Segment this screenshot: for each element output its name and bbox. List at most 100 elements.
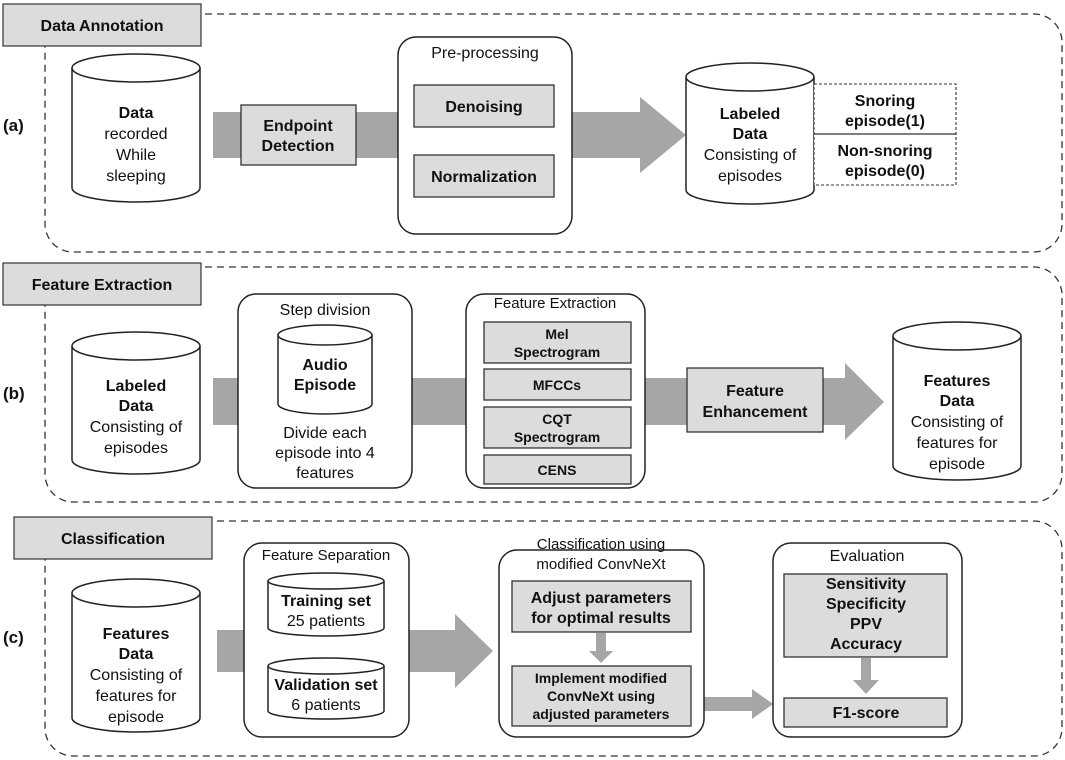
f1-score-box <box>783 697 948 728</box>
metric-label: Sensitivity <box>826 576 906 593</box>
normalization-box <box>413 154 555 198</box>
svg-text:features for: features for <box>917 435 999 452</box>
svg-text:Enhancement: Enhancement <box>703 404 809 421</box>
section-b-tag: (b) <box>3 384 25 403</box>
svg-text:CENS: CENS <box>538 462 577 478</box>
data-recorded-cylinder: Data recorded While sleeping <box>71 53 201 203</box>
feature-enhancement-box: Feature Enhancement <box>686 367 824 433</box>
evaluation-panel: Evaluation Sensitivity Specificity PPV A… <box>772 542 963 738</box>
classification-title: modified ConvNeXt <box>536 556 666 573</box>
feature-extraction-title: Feature Extraction <box>494 295 617 312</box>
svg-text:for optimal results: for optimal results <box>531 610 671 627</box>
svg-text:features for: features for <box>96 688 178 705</box>
section-c-title-box <box>13 516 213 560</box>
metric-label: Specificity <box>826 596 906 613</box>
data-cylinder-line: sleeping <box>106 168 166 185</box>
svg-text:Adjust parameters: Adjust parameters <box>531 590 672 607</box>
svg-text:Spectrogram: Spectrogram <box>514 429 600 445</box>
labeled-data-cylinder: Labeled Data Consisting of episodes <box>71 331 201 475</box>
preprocessing-panel: Pre-processing Denoising Normalization <box>397 36 573 235</box>
features-data-cylinder: Features Data Consisting of features for… <box>892 321 1022 481</box>
step-division-desc: Divide each <box>283 425 367 442</box>
validation-set-cylinder: Validation set 6 patients <box>267 657 385 720</box>
data-cylinder-title: Data <box>119 105 154 122</box>
svg-text:Features: Features <box>924 373 991 390</box>
classification-to-evaluation-arrow <box>697 689 773 719</box>
endpoint-detection-box: Endpoint Detection <box>240 104 357 166</box>
section-a-title: Data Annotation <box>41 18 164 35</box>
audio-episode-cylinder: Audio Episode <box>277 324 373 415</box>
metric-label: Accuracy <box>830 636 902 653</box>
svg-text:Data: Data <box>733 126 768 143</box>
svg-text:Audio: Audio <box>302 357 348 374</box>
svg-text:episode: episode <box>108 709 164 726</box>
svg-text:ConvNeXt using: ConvNeXt using <box>547 688 655 704</box>
section-b-feature-extraction: Feature Extraction (b) Labeled Data Cons… <box>2 262 1063 503</box>
metrics-to-f1-arrow <box>853 658 879 694</box>
step-division-title: Step division <box>280 302 371 319</box>
section-b-title: Feature Extraction <box>32 277 172 294</box>
section-c-title: Classification <box>61 531 165 548</box>
svg-text:episodes: episodes <box>718 168 782 185</box>
mel-spectrogram-box <box>483 321 632 364</box>
snoring-label: Snoring <box>855 93 915 110</box>
step-division-desc: episode into 4 <box>275 445 375 462</box>
episode-label-legend: Snoring episode(1) Non-snoring episode(0… <box>813 83 957 186</box>
svg-text:Mel: Mel <box>545 326 568 342</box>
section-a-title-box <box>2 3 202 47</box>
metrics-box <box>783 573 948 658</box>
non-snoring-label: Non-snoring <box>837 143 932 160</box>
svg-text:Data: Data <box>119 646 154 663</box>
section-c-border <box>44 520 1063 757</box>
step-division-desc: features <box>296 465 354 482</box>
classification-panel: Classification using modified ConvNeXt A… <box>498 536 705 738</box>
labeled-data-cylinder: Labeled Data Consisting of episodes <box>685 62 815 205</box>
denoising-box <box>413 84 555 128</box>
evaluation-title: Evaluation <box>830 548 905 565</box>
feature-separation-panel: Feature Separation Training set 25 patie… <box>243 542 410 738</box>
adjust-to-implement-arrow <box>589 633 613 663</box>
section-a-data-annotation: Data Annotation (a) Data recorded While … <box>2 3 1063 253</box>
non-snoring-label: episode(0) <box>845 163 925 180</box>
feature-extraction-panel: Feature Extraction Mel Spectrogram MFCCs… <box>465 293 646 489</box>
cens-box <box>483 454 632 485</box>
section-b-border <box>44 266 1063 503</box>
metric-label: PPV <box>850 616 882 633</box>
snoring-label: episode(1) <box>845 113 925 130</box>
svg-text:Endpoint: Endpoint <box>263 118 333 135</box>
svg-text:Data: Data <box>940 393 975 410</box>
section-c-classification: Classification (c) Features Data Consist… <box>3 516 1063 757</box>
svg-text:adjusted parameters: adjusted parameters <box>533 706 670 722</box>
svg-text:Training set: Training set <box>281 593 371 610</box>
mfccs-box <box>483 368 632 401</box>
data-cylinder-line: While <box>116 147 156 164</box>
svg-text:F1-score: F1-score <box>833 705 900 722</box>
svg-text:Denoising: Denoising <box>445 99 522 116</box>
training-set-cylinder: Training set 25 patients <box>267 572 385 637</box>
svg-text:MFCCs: MFCCs <box>533 377 581 393</box>
svg-text:Consisting of: Consisting of <box>704 147 797 164</box>
svg-text:Episode: Episode <box>294 377 356 394</box>
svg-text:Consisting of: Consisting of <box>90 419 183 436</box>
section-a-tag: (a) <box>3 116 24 135</box>
adjust-parameters-box <box>511 580 692 633</box>
svg-text:Labeled: Labeled <box>720 106 780 123</box>
data-cylinder-line: recorded <box>104 126 167 143</box>
features-data-cylinder: Features Data Consisting of features for… <box>71 578 201 733</box>
cqt-spectrogram-box <box>483 406 632 449</box>
svg-text:Consisting of: Consisting of <box>911 414 1004 431</box>
feature-separation-title: Feature Separation <box>262 547 390 564</box>
svg-text:Spectrogram: Spectrogram <box>514 344 600 360</box>
svg-text:CQT: CQT <box>542 411 572 427</box>
svg-text:Validation set: Validation set <box>274 677 378 694</box>
svg-text:episode: episode <box>929 456 985 473</box>
svg-text:Labeled: Labeled <box>106 378 166 395</box>
step-division-panel: Step division Audio Episode Divide each … <box>237 293 413 489</box>
section-c-tag: (c) <box>3 628 24 647</box>
svg-text:episodes: episodes <box>104 440 168 457</box>
svg-text:Feature: Feature <box>726 383 784 400</box>
svg-text:Data: Data <box>119 398 154 415</box>
svg-text:Features: Features <box>103 626 170 643</box>
